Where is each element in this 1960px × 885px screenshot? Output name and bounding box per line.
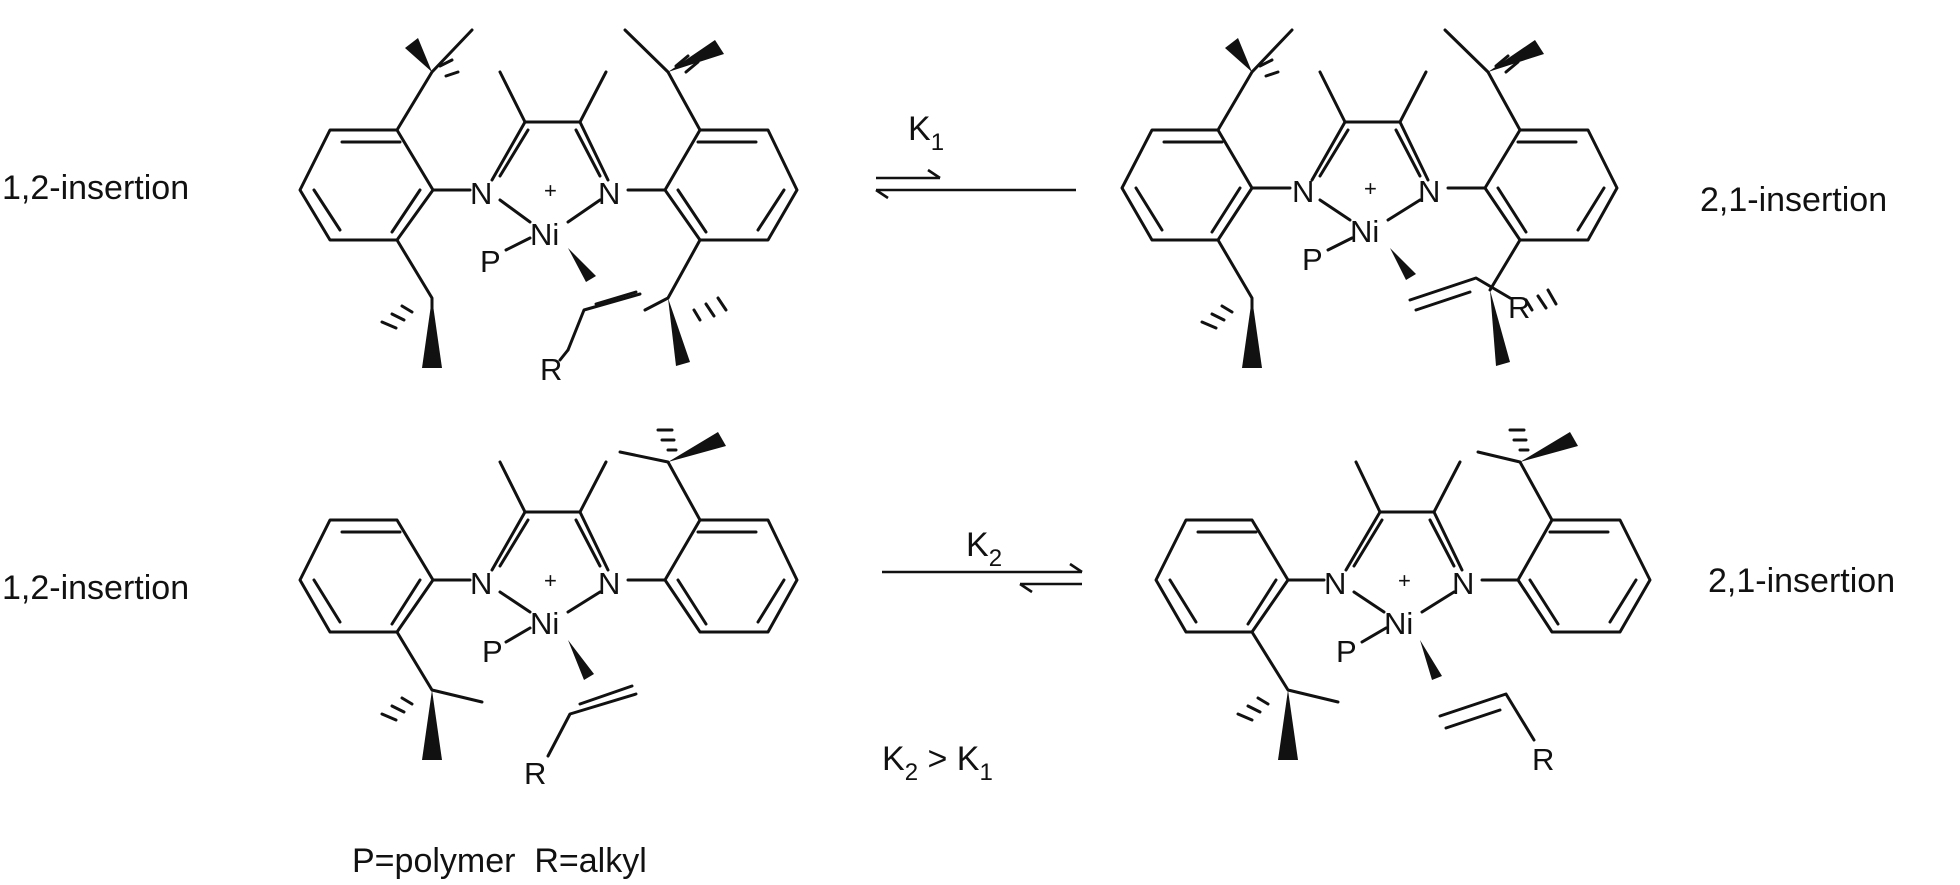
k-relation-label: K2 > K1 — [882, 740, 993, 786]
k2-label: K2 — [966, 526, 1002, 572]
n-atom-right: N — [598, 176, 620, 211]
n-atom-right: N — [1452, 566, 1474, 601]
ni-atom: Ni — [1384, 606, 1413, 641]
row1-right-complex: N N Ni + P R — [1120, 28, 1619, 368]
row2-right-complex: N N Ni + P R — [1154, 428, 1652, 777]
n-atom-left: N — [470, 566, 492, 601]
n-atom-right: N — [1418, 174, 1440, 209]
row2-right-label: 2,1-insertion — [1708, 562, 1895, 600]
p-atom: P — [1302, 242, 1323, 277]
n-atom-left: N — [1292, 174, 1314, 209]
row1-right-label: 2,1-insertion — [1700, 181, 1887, 219]
cation-charge: + — [544, 178, 557, 203]
row2-left-complex: N N Ni + P R — [298, 428, 799, 791]
r-atom: R — [1532, 742, 1554, 777]
equilibrium-arrow-k1: K1 — [875, 110, 1076, 200]
ni-atom: Ni — [1350, 214, 1379, 249]
r-atom: R — [540, 352, 562, 387]
p-atom: P — [482, 634, 503, 669]
p-atom: P — [480, 244, 501, 279]
ni-atom: Ni — [530, 606, 559, 641]
p-atom: P — [1336, 634, 1357, 669]
row1-left-label: 1,2-insertion — [2, 169, 189, 207]
row2-left-label: 1,2-insertion — [2, 569, 189, 607]
r-atom: R — [1508, 290, 1530, 325]
k1-label: K1 — [908, 110, 944, 156]
ni-atom: Ni — [530, 217, 559, 252]
footnote-legend: P=polymer R=alkyl — [352, 842, 647, 880]
n-atom-right: N — [598, 566, 620, 601]
cation-charge: + — [1398, 568, 1411, 593]
cation-charge: + — [1364, 176, 1377, 201]
n-atom-left: N — [470, 176, 492, 211]
row1-left-complex: N N Ni + P R — [298, 28, 799, 387]
equilibrium-arrow-k2: K2 — [882, 526, 1083, 594]
r-atom: R — [524, 756, 546, 791]
n-atom-left: N — [1324, 566, 1346, 601]
cation-charge: + — [544, 568, 557, 593]
